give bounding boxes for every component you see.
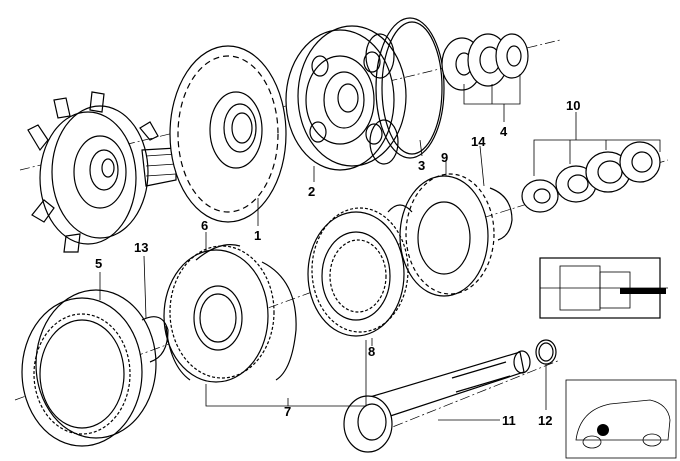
callout-3: 3 xyxy=(418,158,425,173)
callout-6: 6 xyxy=(201,218,208,233)
callout-1: 1 xyxy=(254,228,261,243)
callout-11: 11 xyxy=(502,413,516,428)
callout-8: 8 xyxy=(368,344,375,359)
part-1-sprocket-plate xyxy=(169,45,287,223)
part-13-snap-ring xyxy=(141,316,169,363)
part-2-planet-carrier xyxy=(285,25,407,171)
part-7-gear-assembly xyxy=(163,244,297,383)
callout-7: 7 xyxy=(284,404,291,419)
callout-5: 5 xyxy=(95,256,102,271)
clutch-drum xyxy=(27,91,177,253)
location-marker-dot xyxy=(597,424,609,436)
part-14-snap-ring xyxy=(489,187,513,241)
callout-13: 13 xyxy=(134,240,148,255)
callout-4: 4 xyxy=(500,124,508,139)
cross-section-inset xyxy=(539,257,668,319)
callout-14: 14 xyxy=(471,134,486,149)
part-10-bearing-set xyxy=(521,141,661,213)
part-5-large-ring-gear xyxy=(21,289,157,447)
leader-lines xyxy=(99,74,661,421)
part-9-gear xyxy=(387,173,495,297)
part-3-retaining-ring xyxy=(375,17,445,159)
car-locator-thumbnail xyxy=(565,379,677,459)
part-4-thrust-bearing-set xyxy=(441,33,529,91)
part-11-output-shaft xyxy=(343,350,531,453)
callout-labels: 1 2 3 4 5 6 7 8 9 10 11 12 13 14 xyxy=(95,98,580,428)
part-8-ring-gear xyxy=(307,207,409,337)
callout-12: 12 xyxy=(538,413,552,428)
callout-9: 9 xyxy=(441,150,448,165)
callout-2: 2 xyxy=(308,184,315,199)
callout-10: 10 xyxy=(566,98,580,113)
part-12-o-ring xyxy=(535,339,557,365)
